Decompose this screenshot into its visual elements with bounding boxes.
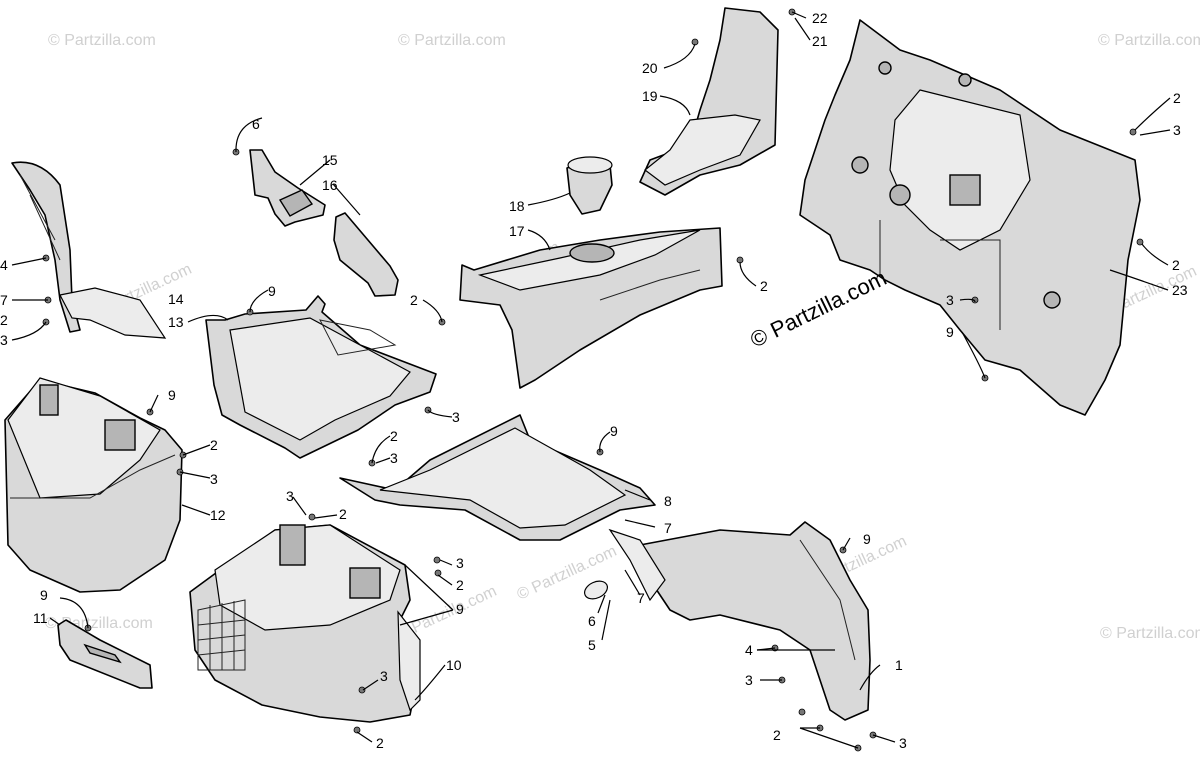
screw-icon xyxy=(434,569,442,577)
callout-10: 10 xyxy=(446,657,462,673)
callout-2: 2 xyxy=(0,312,8,328)
callout-3: 3 xyxy=(390,450,398,466)
callout-2: 2 xyxy=(376,735,384,751)
callout-9: 9 xyxy=(268,283,276,299)
part-front-grille-box xyxy=(189,524,421,723)
part-bracket xyxy=(57,619,153,689)
callout-9: 9 xyxy=(168,387,176,403)
callout-3: 3 xyxy=(946,292,954,308)
watermark: © Partzilla.com xyxy=(398,32,506,49)
callout-20: 20 xyxy=(642,60,658,76)
callout-16: 16 xyxy=(322,177,338,193)
watermark: © Partzilla.com xyxy=(1100,625,1200,642)
callout-2: 2 xyxy=(1172,257,1180,273)
part-gasket xyxy=(584,580,608,600)
callouts: 22 21 20 19 2 3 2 23 3 9 2 6 15 16 18 17… xyxy=(0,10,1188,751)
callout-3: 3 xyxy=(1173,122,1181,138)
watermark: © Partzilla.com xyxy=(48,32,156,49)
callout-2: 2 xyxy=(760,278,768,294)
screw-icon xyxy=(358,686,366,694)
callout-3: 3 xyxy=(899,735,907,751)
callout-3: 3 xyxy=(745,672,753,688)
grille xyxy=(197,599,246,671)
callout-6: 6 xyxy=(252,116,260,132)
callout-4: 4 xyxy=(0,257,8,273)
callout-6: 6 xyxy=(588,613,596,629)
part-floor-tray xyxy=(205,295,437,459)
screw-icon xyxy=(353,726,361,734)
screw-icon xyxy=(433,556,441,564)
callout-7: 7 xyxy=(664,520,672,536)
callout-21: 21 xyxy=(812,33,828,49)
callout-3: 3 xyxy=(452,409,460,425)
copyright-label: © Partzilla.com xyxy=(746,265,890,352)
part-right-front-panel xyxy=(608,521,871,721)
callout-9: 9 xyxy=(863,531,871,547)
part-center-console xyxy=(459,227,723,389)
callout-22: 22 xyxy=(812,10,828,26)
screw-icon xyxy=(1129,128,1137,136)
callout-17: 17 xyxy=(509,223,525,239)
callout-2: 2 xyxy=(210,437,218,453)
callout-9: 9 xyxy=(40,587,48,603)
callout-2: 2 xyxy=(456,577,464,593)
callout-2: 2 xyxy=(339,506,347,522)
callout-8: 8 xyxy=(664,493,672,509)
callout-1: 1 xyxy=(895,657,903,673)
callout-13: 13 xyxy=(168,314,184,330)
part-rear-panel xyxy=(799,19,1141,416)
part-cup-holder xyxy=(566,156,613,215)
callout-2: 2 xyxy=(1173,90,1181,106)
callout-23: 23 xyxy=(1172,282,1188,298)
screw-icon xyxy=(1136,238,1144,246)
part-left-kick-panel xyxy=(11,161,167,339)
leader-lines xyxy=(11,11,1171,749)
callout-9: 9 xyxy=(610,423,618,439)
callout-3: 3 xyxy=(456,555,464,571)
callout-5: 5 xyxy=(588,637,596,653)
part-dash-trim xyxy=(249,149,399,297)
callout-15: 15 xyxy=(322,152,338,168)
callout-7: 7 xyxy=(0,292,8,308)
callout-18: 18 xyxy=(509,198,525,214)
callout-14: 14 xyxy=(168,291,184,307)
watermark: © Partzilla.com xyxy=(1098,32,1200,49)
screw-icon xyxy=(308,513,316,521)
callout-9: 9 xyxy=(946,324,954,340)
part-left-storage-box xyxy=(4,377,183,593)
callout-2: 2 xyxy=(773,727,781,743)
callout-2: 2 xyxy=(390,428,398,444)
callout-3: 3 xyxy=(380,668,388,684)
callout-19: 19 xyxy=(642,88,658,104)
callout-3: 3 xyxy=(210,471,218,487)
callout-7: 7 xyxy=(637,590,645,606)
callout-2: 2 xyxy=(410,292,418,308)
callout-9: 9 xyxy=(456,601,464,617)
part-right-dash-panel xyxy=(639,7,779,196)
part-floor-panel xyxy=(339,414,656,541)
callout-12: 12 xyxy=(210,507,226,523)
callout-3: 3 xyxy=(0,332,8,348)
screw-icon xyxy=(798,708,806,716)
callout-3: 3 xyxy=(286,488,294,504)
callout-4: 4 xyxy=(745,642,753,658)
callout-11: 11 xyxy=(33,610,48,626)
